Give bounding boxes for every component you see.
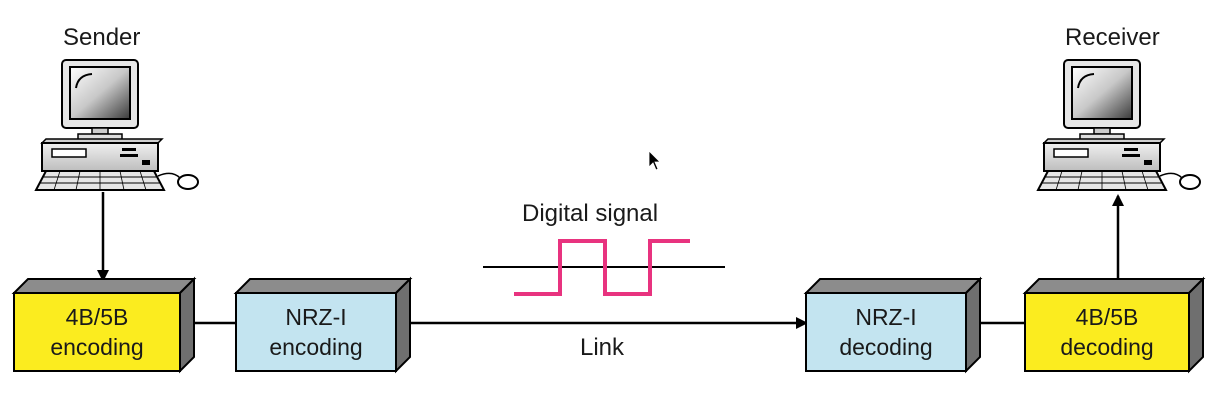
- box-line: encoding: [50, 334, 144, 360]
- box-line: 4B/5B: [1075, 304, 1139, 330]
- box-nrzi-encoding: [233, 276, 413, 374]
- box-line: decoding: [1060, 334, 1154, 360]
- box-4b5b-decoding-text: 4B/5B decoding: [1025, 302, 1189, 362]
- box-nrzi-encoding-text: NRZ-I encoding: [236, 302, 396, 362]
- box-line: 4B/5B: [65, 304, 129, 330]
- sender-computer-icon: [35, 59, 199, 191]
- box-line: decoding: [839, 334, 933, 360]
- sender-label: Sender: [63, 24, 141, 51]
- receiver-computer-icon: [1037, 59, 1201, 191]
- receiver-label: Receiver: [1065, 24, 1160, 51]
- box-nrzi-decoding-text: NRZ-I decoding: [806, 302, 966, 362]
- mouse-cursor-icon: [648, 150, 661, 171]
- box-nrzi-decoding: [803, 276, 983, 374]
- box-line: NRZ-I: [285, 304, 347, 330]
- box-4b5b-encoding: [11, 276, 197, 374]
- box-4b5b-encoding-text: 4B/5B encoding: [14, 302, 180, 362]
- box-line: NRZ-I: [855, 304, 917, 330]
- digital-signal-waveform: [514, 239, 690, 296]
- digital-signal-label: Digital signal: [522, 200, 659, 227]
- box-4b5b-decoding: [1022, 276, 1206, 374]
- link-label: Link: [580, 334, 625, 361]
- box-line: encoding: [269, 334, 363, 360]
